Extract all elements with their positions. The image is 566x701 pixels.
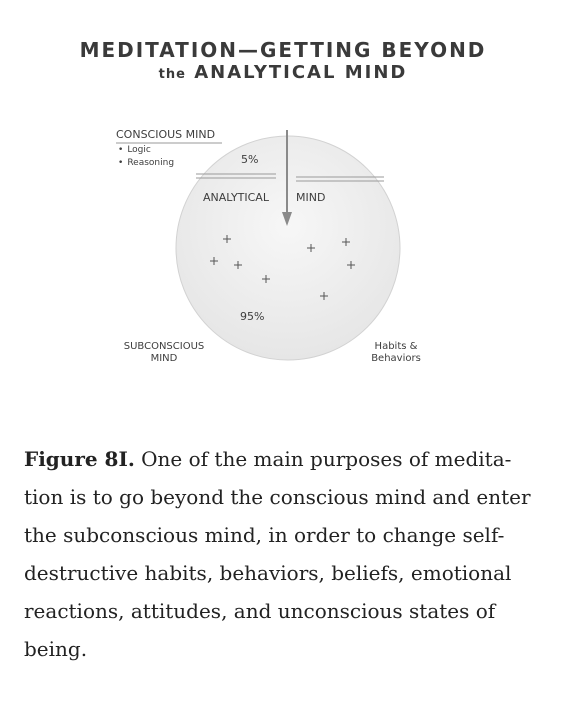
descent-arrow-head [282,212,292,226]
habits-label-line2: Behaviors [371,353,421,364]
plus-mark [320,292,328,300]
plus-mark [223,235,231,243]
diagram-title-main: ANALYTICAL MIND [194,62,408,83]
diagram-title-prefix: the [158,67,186,82]
plus-mark [234,261,242,269]
habits-label-line1: Habits & [374,341,418,352]
bullet-logic: Logic [118,144,174,157]
subconscious-label-line1: SUBCONSCIOUS [123,341,205,352]
mind-diagram-graphic [116,130,401,361]
bullet-reasoning: Reasoning [118,157,174,170]
mind-diagram: CONSCIOUS MIND Logic Reasoning 5% ANALYT… [0,110,566,400]
figure-caption-text: One of the main purposes of medita-tion … [24,447,531,661]
habits-behaviors-label: Habits & Behaviors [364,341,428,365]
diagram-title-line2: the ANALYTICAL MIND [0,62,566,83]
conscious-mind-bullets: Logic Reasoning [118,144,174,170]
subconscious-mind-label: SUBCONSCIOUS MIND [116,341,212,365]
plus-mark [262,275,270,283]
plus-mark [210,257,218,265]
subconscious-percent: 95% [240,310,265,323]
analytical-label: ANALYTICAL [203,191,269,204]
plus-marks [210,235,355,300]
figure-caption: Figure 8I. One of the main purposes of m… [24,440,546,668]
plus-mark [342,238,350,246]
conscious-percent: 5% [241,153,259,166]
plus-mark [307,244,315,252]
subconscious-label-line2: MIND [150,353,178,364]
plus-mark [347,261,355,269]
mind-label: MIND [296,191,326,204]
diagram-title-line1: MEDITATION—GETTING BEYOND [79,38,487,62]
conscious-mind-label: CONSCIOUS MIND [116,128,216,141]
figure-label: Figure 8I. [24,447,135,471]
